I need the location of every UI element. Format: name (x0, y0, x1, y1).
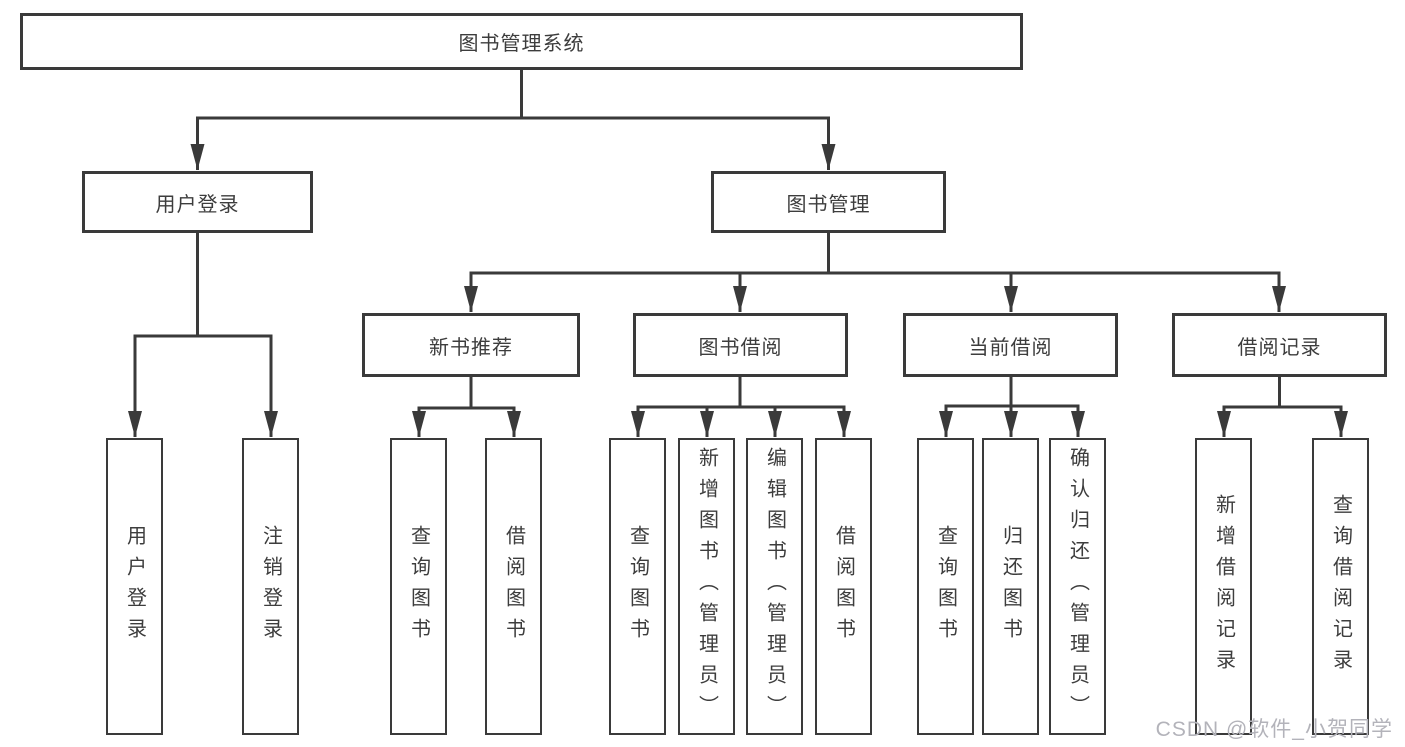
node-new-book-recommend: 新书推荐 (362, 313, 580, 377)
leaf-borrow-book: 借阅图书 (815, 438, 872, 735)
csdn-watermark: CSDN @软件_小贺同学 (1155, 718, 1393, 741)
leaf-return-book: 归还图书 (982, 438, 1039, 735)
leaf-query-book-borrow: 查询图书 (609, 438, 666, 735)
node-book-management: 图书管理 (711, 171, 946, 233)
leaf-query-book-current: 查询图书 (917, 438, 974, 735)
leaf-user-login: 用户登录 (106, 438, 163, 735)
leaf-borrow-book-recommend: 借阅图书 (485, 438, 542, 735)
node-user-login: 用户登录 (82, 171, 313, 233)
node-book-borrow: 图书借阅 (633, 313, 848, 377)
leaf-query-borrow-record: 查询借阅记录 (1312, 438, 1369, 735)
node-borrow-record: 借阅记录 (1172, 313, 1387, 377)
leaf-query-book-recommend: 查询图书 (390, 438, 447, 735)
node-current-borrow: 当前借阅 (903, 313, 1118, 377)
node-library-management-system: 图书管理系统 (20, 13, 1023, 70)
leaf-edit-book-admin: 编辑图书（管理员） (746, 438, 803, 735)
leaf-logout-login: 注销登录 (242, 438, 299, 735)
leaf-add-borrow-record: 新增借阅记录 (1195, 438, 1252, 735)
leaf-confirm-return-admin: 确认归还（管理员） (1049, 438, 1106, 735)
leaf-add-book-admin: 新增图书（管理员） (678, 438, 735, 735)
